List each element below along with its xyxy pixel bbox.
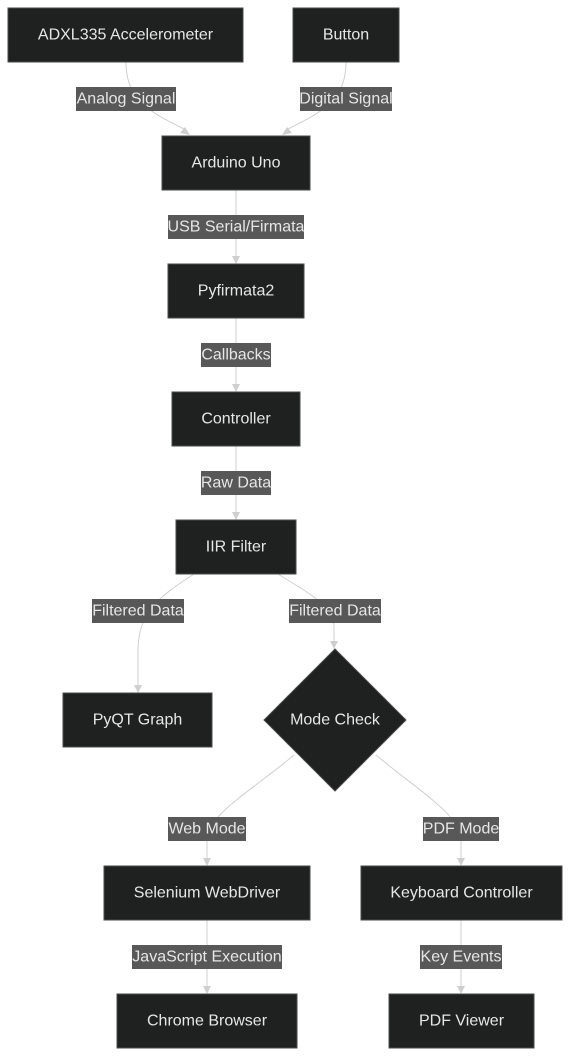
arrow-iir-mode [330,641,338,649]
node-pyfirmata: Pyfirmata2 [167,263,305,319]
node-iir-filter: IIR Filter [175,519,297,575]
node-pdf-viewer: PDF Viewer [388,993,535,1049]
arrow-arduino-pyfirmata [232,256,240,264]
edge-mode-keyboard [375,754,462,859]
label-bg-pdf-mode [423,817,499,841]
arrow-adxl-arduino [180,127,190,135]
node-mode-check-label: Mode Check [290,712,381,729]
node-pyfirmata-label: Pyfirmata2 [198,283,275,300]
label-bg-digital-signal [300,87,392,111]
label-js-execution: JavaScript Execution [132,949,281,966]
node-keyboard-controller: Keyboard Controller [360,865,563,921]
node-adxl335-label: ADXL335 Accelerometer [38,27,214,44]
label-bg-callbacks [201,343,271,367]
label-usb-serial: USB Serial/Firmata [168,219,305,236]
arrow-controller-iir [232,512,240,520]
label-bg-js-execution [132,945,282,969]
node-chrome-browser: Chrome Browser [116,993,298,1049]
node-keyboard-controller-label: Keyboard Controller [390,885,533,902]
node-pyqt-graph-label: PyQT Graph [93,712,183,729]
arrow-pyfirmata-controller [232,384,240,392]
label-pdf-mode: PDF Mode [423,821,500,838]
arrow-mode-selenium [203,858,211,866]
arrow-mode-keyboard [457,858,465,866]
arrow-button-arduino [282,127,292,135]
label-web-mode: Web Mode [168,821,245,838]
label-filtered-data-left: Filtered Data [92,603,184,620]
arrow-iir-pyqt [134,685,142,693]
label-bg-web-mode [168,817,246,841]
label-filtered-data-right: Filtered Data [289,603,381,620]
node-selenium: Selenium WebDriver [103,865,311,921]
node-chrome-browser-label: Chrome Browser [147,1013,268,1030]
arrow-keyboard-pdf [457,986,465,994]
label-analog-signal: Analog Signal [77,91,176,108]
label-bg-usb-serial [168,215,304,239]
label-key-events: Key Events [421,949,502,966]
label-bg-filtered-data-left [92,599,184,623]
edge-mode-selenium [206,754,295,859]
node-selenium-label: Selenium WebDriver [134,885,281,902]
label-bg-key-events [420,945,502,969]
node-adxl335: ADXL335 Accelerometer [7,7,244,63]
edge-iir-pyqt [137,573,195,686]
node-pyqt-graph: PyQT Graph [62,692,213,748]
label-digital-signal: Digital Signal [299,91,392,108]
node-arduino: Arduino Uno [161,135,311,191]
node-button-label: Button [323,27,369,44]
node-arduino-label: Arduino Uno [192,155,281,172]
label-bg-filtered-data-right [289,599,381,623]
node-pdf-viewer-label: PDF Viewer [419,1013,505,1030]
nodes: ADXL335 Accelerometer Button Arduino Uno… [7,7,563,1049]
node-mode-check: Mode Check [263,648,407,792]
edge-labels: Analog Signal Digital Signal USB Serial/… [76,87,502,969]
node-controller-label: Controller [201,411,271,428]
label-bg-raw-data [201,471,271,495]
node-controller: Controller [171,391,301,447]
node-iir-filter-label: IIR Filter [206,539,267,556]
label-callbacks: Callbacks [201,347,270,364]
arrow-selenium-chrome [203,986,211,994]
node-button: Button [292,7,400,63]
label-raw-data: Raw Data [201,475,271,492]
label-bg-analog-signal [76,87,176,111]
